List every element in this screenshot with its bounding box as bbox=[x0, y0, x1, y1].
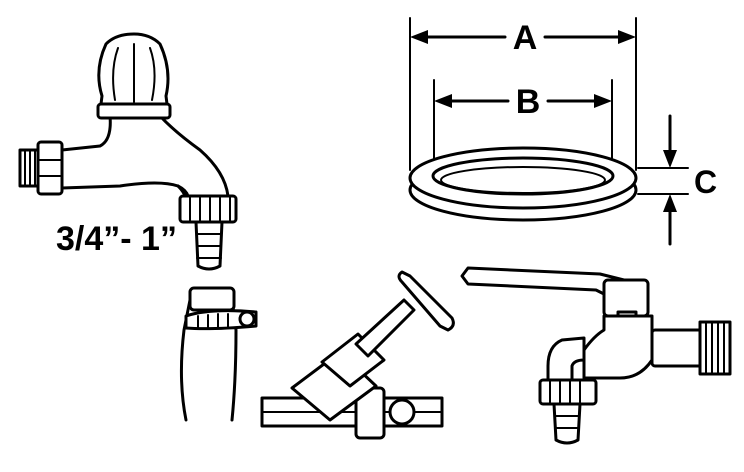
dimension-b: B bbox=[434, 83, 612, 121]
hose-with-clamp-illustration bbox=[179, 286, 258, 422]
tap-body bbox=[60, 114, 230, 198]
tap-outlet-nut bbox=[178, 194, 238, 224]
washer-illustration bbox=[408, 17, 638, 222]
valve-t-handle bbox=[397, 270, 455, 332]
tap-hose-nozzle bbox=[194, 220, 224, 271]
inline-valve-illustration bbox=[260, 270, 455, 440]
dimension-c: C bbox=[637, 114, 717, 246]
size-label: 3/4”- 1” bbox=[56, 220, 177, 258]
knob-tap-illustration bbox=[18, 32, 238, 271]
dim-b-label: B bbox=[516, 83, 541, 121]
dim-a-label: A bbox=[513, 19, 538, 57]
dimension-a: A bbox=[410, 19, 636, 57]
tap-inlet-thread bbox=[18, 140, 64, 196]
dim-c-label: C bbox=[694, 164, 717, 200]
lever-tap-illustration bbox=[460, 266, 732, 445]
tap-knob-handle bbox=[96, 32, 172, 120]
